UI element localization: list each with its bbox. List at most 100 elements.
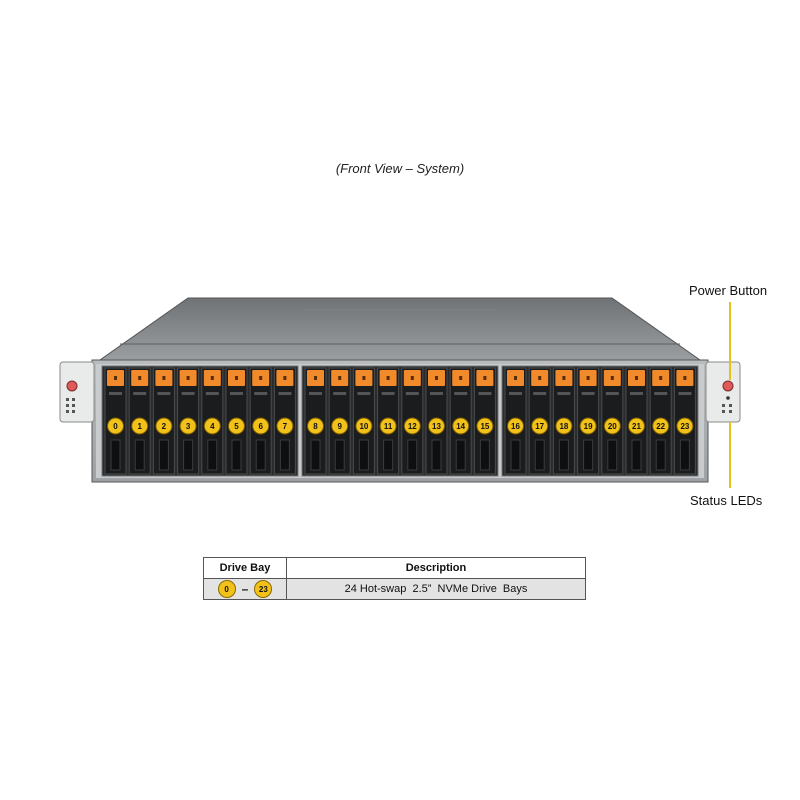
status-leds-leader [729, 422, 731, 488]
bay-number-badge [507, 417, 524, 435]
drive-bay: 17 [528, 367, 551, 475]
drive-led [230, 392, 243, 395]
bay-number-badge [331, 417, 349, 435]
bay-number-badge [131, 417, 149, 435]
drive-bay: 15 [473, 367, 496, 475]
bay-number-label: 21 [632, 422, 641, 431]
bay-number-badge [379, 417, 397, 435]
bay-number-label: 11 [384, 422, 393, 431]
drive-bay-legend-table: Drive Bay Description 0 – 23 24 Hot-swap… [203, 557, 586, 600]
bay-number-badge [307, 417, 324, 435]
drive-vent [431, 439, 442, 471]
drive-vent [607, 439, 618, 471]
drive-led [605, 392, 619, 395]
drive-led [478, 392, 492, 395]
drive-bay: 23 [673, 367, 696, 475]
bay-badge-start: 0 [217, 580, 236, 598]
drive-led [654, 392, 668, 395]
bay-number-label: 7 [283, 422, 288, 431]
bay-number-label: 15 [480, 422, 489, 431]
drive-bay: 9 [328, 367, 351, 475]
drive-led [278, 392, 292, 395]
bay-number-label: 18 [559, 422, 568, 431]
range-separator: – [241, 582, 249, 596]
drive-led [133, 392, 147, 395]
legend-header-row: Drive Bay Description [203, 557, 586, 579]
drive-led [533, 392, 547, 395]
drive-led [309, 392, 322, 395]
drive-led [405, 392, 419, 395]
drive-vent [231, 439, 242, 471]
bay-number-label: 2 [162, 422, 167, 431]
drive-led [381, 392, 395, 395]
bay-number-badge [403, 417, 421, 435]
drive-vent [183, 439, 194, 471]
drive-led [509, 392, 522, 395]
bay-number-label: 4 [210, 422, 215, 431]
bay-badge-end: 23 [254, 580, 273, 598]
bay-number-badge [228, 417, 245, 435]
bay-number-label: 14 [456, 422, 465, 431]
drive-vent [534, 439, 545, 471]
header-description: Description [286, 557, 586, 579]
drive-bay: 8 [304, 367, 327, 475]
drive-vent [334, 439, 345, 471]
bay-number-badge [276, 417, 294, 435]
drive-vent [479, 439, 490, 471]
drive-bay: 5 [225, 367, 248, 475]
drive-vent [407, 439, 418, 471]
bay-number-badge [452, 417, 470, 435]
drive-bay: 16 [504, 367, 527, 475]
bay-number-badge [676, 417, 694, 435]
bay-number-label: 19 [584, 422, 593, 431]
drive-led [357, 392, 371, 395]
bay-number-badge [531, 417, 549, 435]
drive-led [109, 392, 122, 395]
drive-led [678, 392, 692, 395]
figure-caption: (Front View – System) [335, 161, 465, 176]
drive-led [454, 392, 468, 395]
drive-vent [279, 439, 290, 471]
drive-vent [310, 439, 321, 471]
drive-vent [158, 439, 169, 471]
drive-vent [383, 439, 394, 471]
drive-vent [110, 439, 121, 471]
chassis-top [98, 297, 702, 361]
bay-number-badge [579, 417, 597, 435]
bay-number-badge [203, 417, 221, 435]
drive-bay: 0 [104, 367, 127, 475]
status-led [726, 396, 730, 400]
bay-number-label: 0 [113, 422, 118, 431]
right-rack-ear [705, 361, 741, 423]
drive-vent [510, 439, 521, 471]
bay-number-label: 22 [656, 422, 665, 431]
drive-vent [134, 439, 145, 471]
bay-number-label: 20 [608, 422, 617, 431]
power-button-label: Power Button [689, 283, 768, 298]
bay-number-label: 13 [432, 422, 441, 431]
drive-vent [255, 439, 266, 471]
drive-bay: 11 [377, 367, 400, 475]
drive-led [557, 392, 571, 395]
power-button [722, 380, 734, 392]
drive-led [181, 392, 195, 395]
drive-bay: 3 [177, 367, 200, 475]
drive-bay: 21 [625, 367, 648, 475]
bay-number-badge [355, 417, 373, 435]
drive-bay: 18 [552, 367, 575, 475]
drive-led [157, 392, 171, 395]
bay-number-label: 6 [258, 422, 263, 431]
drive-led [333, 392, 347, 395]
drive-bay: 13 [425, 367, 448, 475]
bay-number-label: 5 [234, 422, 239, 431]
drive-bay-range: 0 – 23 [203, 578, 287, 600]
bay-number-badge [179, 417, 197, 435]
bay-description: 24 Hot-swap 2.5” NVMe Drive Bays [286, 578, 586, 600]
drive-vent [358, 439, 369, 471]
drive-vent [583, 439, 594, 471]
drive-vent [207, 439, 218, 471]
drive-led [205, 392, 219, 395]
drive-led [630, 392, 643, 395]
drive-bay: 12 [401, 367, 424, 475]
